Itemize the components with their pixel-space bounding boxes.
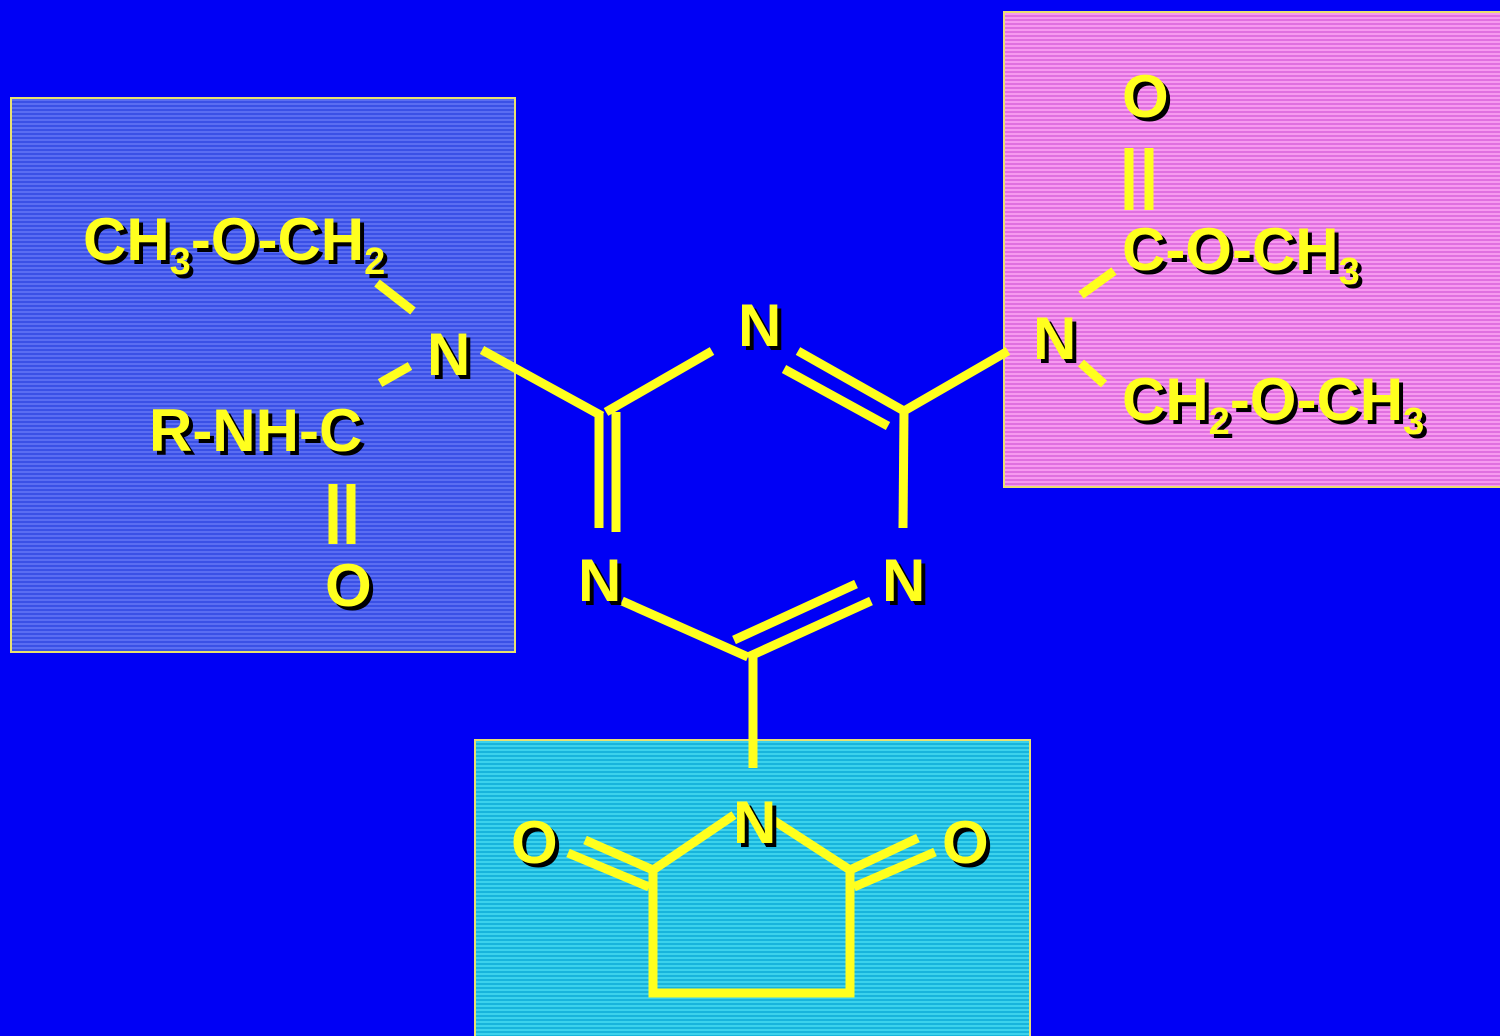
left-nitrogen-label: N [427, 321, 471, 388]
imide-substituent-box [474, 739, 1031, 1036]
ester-substituent-box [1003, 11, 1500, 488]
ring-bond-top-right-b [781, 365, 891, 430]
bond-imide-co-left-a [583, 835, 655, 875]
bond-right-n-to-ch2 [1077, 359, 1108, 388]
bond-imide-co-right-b [852, 847, 937, 892]
bond-left-n-to-c [377, 362, 413, 387]
bond-ring-to-left-n [479, 346, 605, 420]
bond-left-n-to-ch2 [374, 279, 416, 315]
right-nitrogen-label: N [1033, 305, 1077, 372]
right-methoxymethyl-label: CH2-O-CH3 [1122, 366, 1425, 443]
ring-bond-bottom-left [620, 596, 750, 662]
triazine-n-right-label: N [882, 547, 926, 614]
triazine-n-left-label: N [578, 547, 622, 614]
imide-ring-bonds [648, 811, 855, 998]
carbamate-substituent-box [10, 97, 516, 653]
imide-oxygen-left-label: O [511, 809, 558, 876]
right-oxygen-label: O [1122, 63, 1169, 130]
imide-oxygen-right-label: O [942, 809, 989, 876]
left-oxygen-label: O [325, 552, 372, 619]
ring-bond-top-left [603, 347, 715, 416]
bond-right-n-to-c [1078, 267, 1117, 299]
imide-nitrogen-label: N [733, 789, 777, 856]
triazine-n-top-label: N [738, 292, 782, 359]
bond-imide-co-right-a [848, 833, 920, 875]
bond-ring-to-right-n [901, 347, 1011, 415]
ring-bond-bottom-right-a [746, 596, 873, 662]
right-ester-label: C-O-CH3 [1122, 216, 1360, 293]
bond-imide-co-left-b [566, 848, 651, 892]
left-carbamate-label: R-NH-C [149, 397, 363, 464]
left-methoxymethyl-label: CH3-O-CH2 [83, 206, 386, 283]
ring-bond-right-vertical [898, 410, 909, 529]
ring-bond-bottom-right-b [732, 579, 858, 645]
ring-bond-top-right-a [795, 347, 907, 415]
